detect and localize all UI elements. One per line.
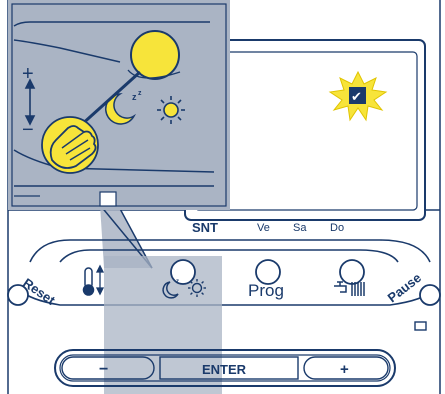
svg-text:z: z: [176, 279, 179, 285]
moon-sleep-icon: z: [162, 279, 179, 299]
enter-button-label: ENTER: [202, 362, 247, 377]
checkbox-icon: [349, 87, 366, 104]
bottom-button-bar: [54, 349, 396, 387]
button-rail: [19, 239, 433, 306]
reset-button[interactable]: Reset: [7, 275, 58, 308]
checkbox-mark: ✔: [351, 90, 362, 105]
prog-label: Prog: [248, 281, 284, 300]
inset-sun-icon: [157, 96, 185, 124]
inset-minus-label: −: [22, 119, 34, 141]
inset-mode-knob-highlight: [130, 30, 180, 80]
water-heating-knob[interactable]: [339, 259, 365, 285]
bottom-zoom-overlay: [104, 256, 222, 394]
radiator-icon: [351, 282, 365, 296]
hand-pointer-line: [78, 70, 142, 128]
minus-button[interactable]: −: [61, 356, 155, 380]
day-label-sa: Sa: [293, 222, 307, 234]
up-down-arrow-icon: [95, 264, 105, 296]
inset-plus-label: +: [22, 63, 34, 85]
plus-button[interactable]: +: [303, 356, 389, 380]
day-label-do: Do: [330, 222, 344, 234]
prog-knob[interactable]: [255, 259, 281, 285]
sun-icon: [188, 279, 206, 297]
hand-pointer-icon: [41, 116, 99, 174]
minus-button-label: −: [99, 361, 108, 378]
inset-up-down-arrow-icon: [24, 78, 36, 126]
svg-text:z: z: [132, 92, 137, 102]
zoom-inset: + − z z: [8, 0, 230, 210]
tap-icon: [334, 281, 347, 293]
thermometer-icon: [82, 267, 95, 296]
pause-label: Pause: [385, 270, 424, 305]
mode-knob[interactable]: [170, 259, 196, 285]
display-partial-label: SNT: [192, 220, 218, 235]
thermometer-control[interactable]: [82, 264, 105, 296]
enter-button[interactable]: ENTER: [159, 356, 299, 380]
svg-text:z: z: [138, 90, 142, 97]
pause-indicator: [414, 321, 427, 331]
day-label-ve: Ve: [257, 222, 270, 234]
checkbox-highlight: ✔: [328, 70, 388, 122]
plus-button-label: +: [340, 361, 349, 378]
